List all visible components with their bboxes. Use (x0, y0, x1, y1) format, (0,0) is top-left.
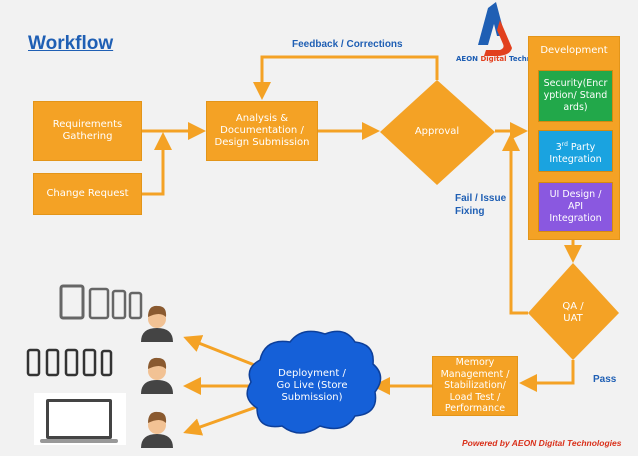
tablet-devices (59, 284, 143, 320)
security-node[interactable]: Security(Encryption/ Standards) (538, 70, 613, 122)
fail-label-line2: Fixing (455, 206, 485, 217)
pass-label: Pass (593, 374, 617, 385)
fail-label: Fail / Issue Fixing (455, 192, 506, 218)
logo-text: AEON Digital Technologies (456, 55, 528, 63)
ui-design-node[interactable]: UI Design / API Integration (538, 182, 613, 232)
approval-diamond (380, 80, 495, 185)
approval-label[interactable]: Approval (414, 126, 460, 137)
development-group: Development Security(Encryption/ Standar… (528, 36, 620, 240)
qa-diamond (528, 263, 619, 360)
deployment-line1: Deployment / (278, 368, 346, 379)
third-party-node[interactable]: 3rd Party Integration (538, 130, 613, 172)
third-party-num: 3 (555, 142, 562, 154)
feedback-label: Feedback / Corrections (292, 39, 403, 50)
change-request-node[interactable]: Change Request (33, 173, 142, 215)
deployment-label[interactable]: Deployment / Go Live (Store Submission) (262, 366, 362, 406)
footer-credit: Powered by AEON Digital Technologies (462, 438, 622, 448)
development-title: Development (540, 45, 608, 56)
deployment-cloud (246, 330, 382, 434)
laptop-device (40, 399, 118, 443)
deployment-line3: Submission) (281, 392, 343, 403)
deployment-line2: Go Live (Store (276, 380, 348, 391)
requirements-gathering-node[interactable]: Requirements Gathering (33, 101, 142, 161)
user-avatars (141, 305, 173, 448)
fail-label-line1: Fail / Issue (455, 193, 507, 204)
qa-line1: QA / (562, 301, 584, 312)
qa-label[interactable]: QA / UAT (548, 298, 598, 328)
logo-text-a: AEON (456, 55, 481, 63)
memory-management-node[interactable]: Memory Management / Stabilization/ Load … (432, 356, 518, 416)
phone-devices (26, 348, 113, 377)
qa-line2: UAT (563, 313, 583, 324)
third-party-text: Party Integration (549, 142, 602, 166)
logo-text-c: Technologies (508, 55, 528, 63)
third-party-sup: rd (561, 141, 568, 148)
logo-mark (478, 2, 512, 56)
logo-text-b: Digital (480, 55, 509, 63)
page-title: Workflow (28, 33, 114, 54)
analysis-node[interactable]: Analysis & Documentation / Design Submis… (206, 101, 318, 161)
